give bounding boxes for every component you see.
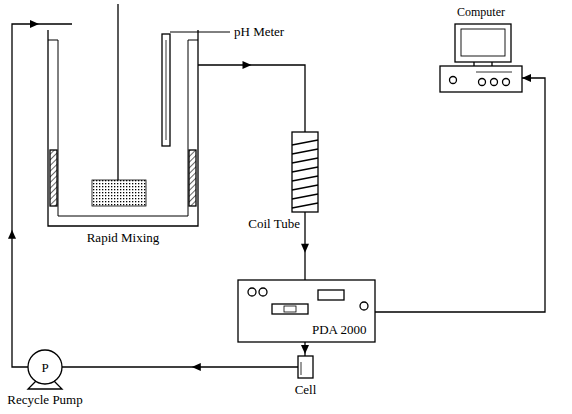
- computer-button: [491, 79, 498, 86]
- cell-window: [301, 362, 302, 375]
- stirrer-shaft: [117, 4, 118, 180]
- pda-housing: [238, 280, 375, 342]
- ph-probe: [162, 34, 170, 146]
- flow-cell: Cell: [298, 356, 313, 378]
- computer-button: [503, 79, 510, 86]
- pump-base: [28, 381, 62, 389]
- heater-plate: [189, 150, 196, 206]
- arrow-head: [30, 20, 39, 28]
- computer: Computer: [440, 22, 522, 92]
- arrow-head: [301, 244, 309, 253]
- arrow-head: [301, 345, 309, 354]
- heater-plate: [50, 150, 57, 206]
- flow-line: [12, 24, 72, 367]
- coil-winding: [292, 194, 318, 199]
- monitor: [455, 24, 511, 62]
- arrow-head: [192, 363, 201, 371]
- coil-tube-body: [292, 132, 318, 212]
- pump-body: [28, 350, 62, 384]
- coil-winding: [292, 167, 318, 172]
- leader-line: [170, 32, 230, 33]
- coil-tube: Coil Tube: [292, 132, 318, 212]
- pda-knob: [259, 288, 267, 296]
- arrow-head: [8, 230, 16, 239]
- flow-line: [198, 65, 305, 132]
- pda-knob: [248, 288, 256, 296]
- computer-drive: [476, 72, 512, 73]
- pda-slot-inner: [284, 306, 296, 312]
- computer-button: [450, 77, 457, 84]
- computer-button: [479, 79, 486, 86]
- recycle-pump: PRecycle Pump: [28, 350, 62, 384]
- pda-slot: [272, 304, 308, 314]
- mixing-tank: Rapid Mixing: [48, 18, 198, 226]
- arrow-head: [243, 61, 252, 69]
- node-label: Coil Tube: [248, 216, 300, 231]
- instrument-label: pH Meter: [234, 24, 284, 39]
- pda-instrument: PDA 2000: [238, 280, 375, 342]
- monitor-screen: [461, 29, 505, 56]
- cell-body: [298, 356, 313, 378]
- tank-rim: [48, 40, 58, 41]
- coil-winding: [292, 158, 318, 163]
- node-label: Computer: [457, 5, 505, 20]
- tank-rim: [188, 40, 198, 41]
- coil-windings: [292, 140, 318, 208]
- tank-outer-wall: [48, 30, 198, 226]
- coil-winding: [292, 185, 318, 190]
- arrow-head: [522, 74, 531, 82]
- computer-case: [440, 66, 522, 92]
- coil-winding: [292, 140, 318, 145]
- node-label: Rapid Mixing: [87, 230, 160, 245]
- flow-line: [375, 78, 545, 312]
- coil-winding: [292, 176, 318, 181]
- node-label: PDA 2000: [312, 322, 367, 337]
- node-label: Recycle Pump: [7, 392, 82, 407]
- symbol-letter: P: [41, 360, 48, 375]
- coil-winding: [292, 149, 318, 154]
- pda-knob: [360, 302, 368, 310]
- coil-winding: [292, 203, 318, 208]
- ph-probe-core: [166, 40, 167, 140]
- pda-display: [318, 290, 344, 300]
- flow-line: [62, 366, 298, 367]
- node-label: Cell: [295, 382, 317, 397]
- stirrer-paddle: [92, 180, 146, 206]
